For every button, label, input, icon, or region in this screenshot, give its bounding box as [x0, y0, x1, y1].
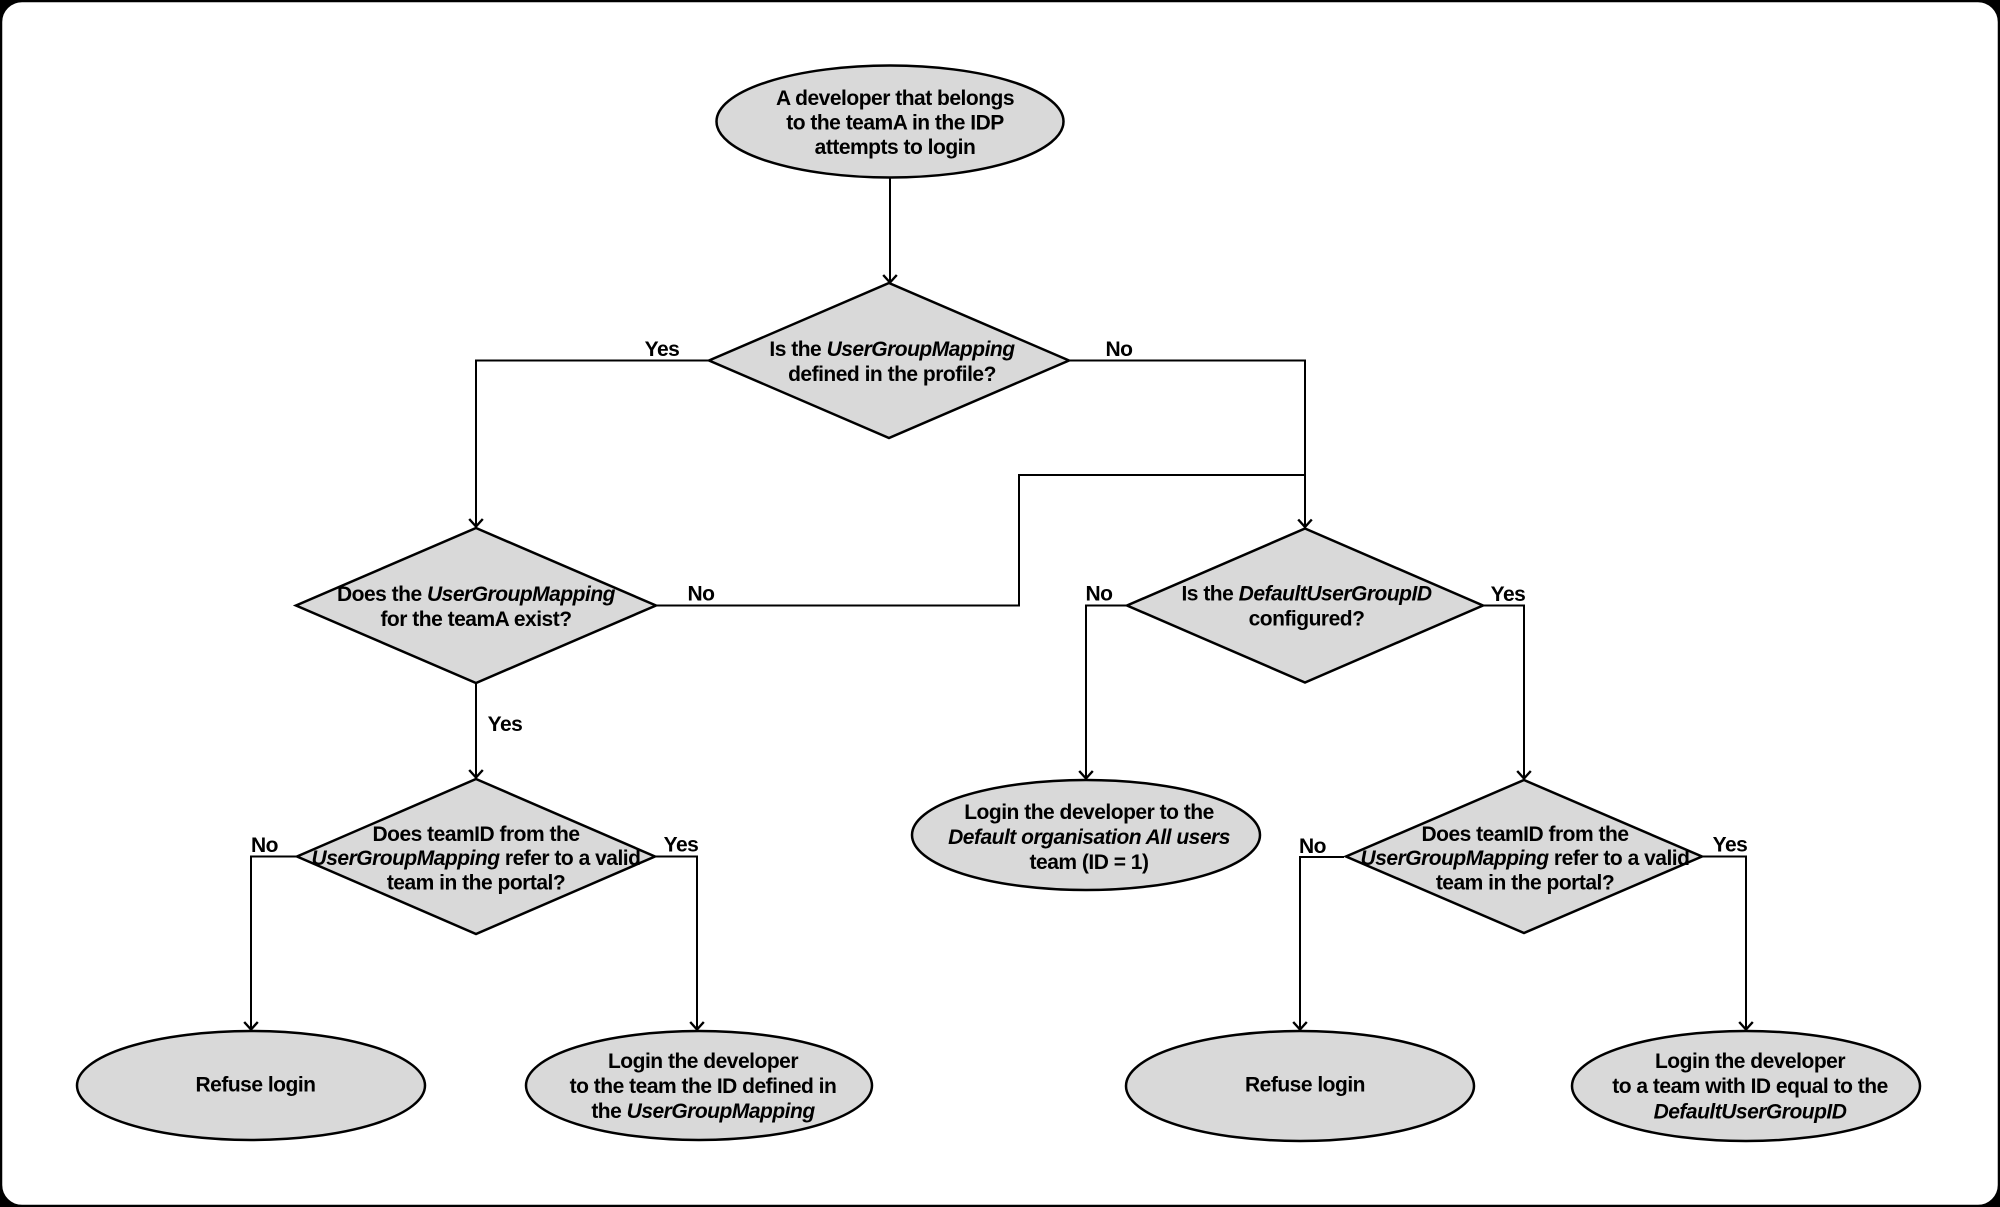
svg-text:No: No [251, 834, 278, 857]
svg-text:Refuse login: Refuse login [195, 1074, 315, 1097]
svg-text:team in the portal?: team in the portal? [1436, 872, 1614, 895]
svg-text:No: No [1299, 835, 1326, 858]
svg-text:Yes: Yes [488, 713, 523, 736]
svg-text:Refuse login: Refuse login [1245, 1074, 1365, 1097]
svg-text:to a team with ID equal to the: to a team with ID equal to the [1612, 1075, 1888, 1098]
svg-text:Yes: Yes [1491, 583, 1526, 606]
svg-text:team in the portal?: team in the portal? [387, 872, 565, 895]
svg-text:No: No [688, 583, 715, 606]
svg-text:Yes: Yes [645, 338, 680, 361]
svg-text:Yes: Yes [664, 834, 699, 857]
svg-text:to the teamA in the IDP: to the teamA in the IDP [786, 112, 1004, 135]
svg-text:No: No [1086, 583, 1113, 606]
svg-text:UserGroupMapping refer to a va: UserGroupMapping refer to a valid [312, 847, 641, 870]
svg-text:A developer that belongs: A developer that belongs [776, 87, 1014, 110]
svg-text:to the team the ID defined in: to the team the ID defined in [570, 1075, 837, 1098]
svg-text:defined in the profile?: defined in the profile? [788, 363, 996, 386]
svg-text:configured?: configured? [1249, 608, 1365, 631]
svg-text:Is the UserGroupMapping: Is the UserGroupMapping [769, 338, 1015, 361]
svg-text:Login the developer: Login the developer [608, 1050, 798, 1073]
svg-text:the UserGroupMapping: the UserGroupMapping [591, 1100, 815, 1123]
svg-text:team (ID = 1): team (ID = 1) [1030, 851, 1149, 874]
svg-text:attempts to login: attempts to login [815, 136, 976, 159]
svg-text:Does teamID from the: Does teamID from the [1421, 823, 1628, 846]
svg-text:Is the DefaultUserGroupID: Is the DefaultUserGroupID [1181, 583, 1431, 606]
svg-text:Login the developer: Login the developer [1655, 1050, 1845, 1073]
svg-text:UserGroupMapping refer to a va: UserGroupMapping refer to a valid [1361, 847, 1690, 870]
svg-text:No: No [1106, 338, 1133, 361]
svg-text:Login the developer to the: Login the developer to the [964, 801, 1214, 824]
svg-text:for the teamA exist?: for the teamA exist? [380, 608, 571, 631]
svg-text:Does teamID from the: Does teamID from the [372, 823, 579, 846]
svg-text:DefaultUserGroupID: DefaultUserGroupID [1654, 1101, 1847, 1124]
svg-text:Does the UserGroupMapping: Does the UserGroupMapping [337, 583, 616, 606]
svg-text:Yes: Yes [1713, 834, 1748, 857]
svg-text:Default organisation All users: Default organisation All users [948, 826, 1230, 849]
